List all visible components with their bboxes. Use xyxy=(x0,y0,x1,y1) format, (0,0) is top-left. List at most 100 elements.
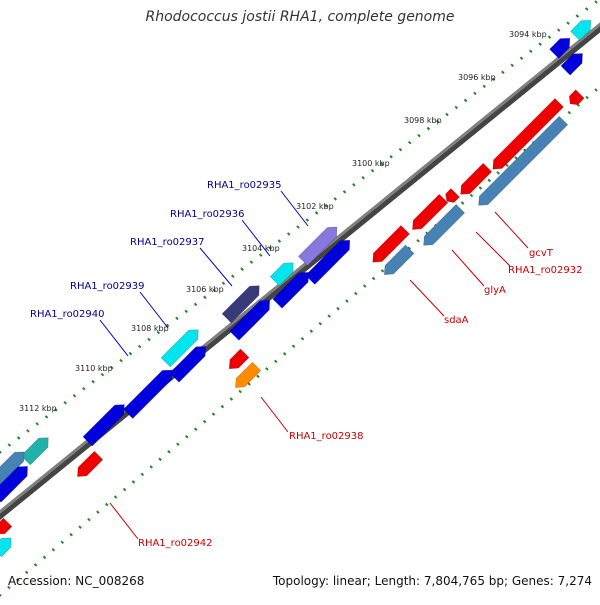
outer-tick-mark xyxy=(594,0,598,4)
map-title: Rhodococcus jostii RHA1, complete genome xyxy=(145,9,455,25)
gene-feature xyxy=(423,203,466,246)
gene-feature xyxy=(570,19,592,41)
inner-tick-mark xyxy=(60,540,65,545)
outer-tick-mark xyxy=(91,379,95,384)
inner-tick-mark xyxy=(354,291,358,296)
inner-tick-mark xyxy=(371,276,376,281)
outer-tick-mark xyxy=(175,316,179,321)
label-leader-line xyxy=(241,219,271,257)
gene-feature xyxy=(228,348,250,370)
outer-tick-mark xyxy=(575,14,580,18)
scale-tick-label: 3104 kbp xyxy=(242,244,280,253)
outer-tick-mark xyxy=(305,218,310,222)
gene-feature xyxy=(372,225,410,263)
scale-tick-label: 3100 kbp xyxy=(352,159,390,168)
outer-tick-mark xyxy=(184,309,189,314)
outer-tick-mark xyxy=(398,147,403,152)
outer-tick-mark xyxy=(286,232,291,236)
outer-tick-mark xyxy=(231,274,235,278)
outer-tick-mark xyxy=(426,126,431,131)
inner-tick-mark xyxy=(193,427,198,431)
outer-tick-mark xyxy=(26,429,30,433)
inner-tick-mark xyxy=(140,472,145,477)
outer-tick-mark xyxy=(556,28,561,32)
gene-feature xyxy=(169,346,206,383)
gene-feature xyxy=(123,369,173,419)
gene-feature xyxy=(492,98,564,170)
inner-tick-mark xyxy=(113,495,118,499)
inner-tick-mark xyxy=(78,525,82,529)
outer-tick-mark xyxy=(333,197,338,201)
gene-features xyxy=(0,19,592,558)
inner-tick-mark xyxy=(460,201,465,205)
inner-tick-mark xyxy=(158,457,162,462)
inner-tick-mark xyxy=(594,88,598,92)
scale-tick-label: 3106 kbp xyxy=(186,285,224,294)
inner-tick-mark xyxy=(380,269,385,273)
outer-tick-mark xyxy=(277,239,282,243)
gene-feature xyxy=(160,329,199,368)
gene-feature xyxy=(445,188,460,203)
gene-feature xyxy=(20,437,49,466)
outer-tick-mark xyxy=(435,119,440,124)
inner-tick-mark xyxy=(202,419,207,424)
inner-tick-mark xyxy=(16,578,20,582)
inner-tick-mark xyxy=(567,110,572,115)
inner-tick-ring xyxy=(0,88,598,597)
inner-tick-mark xyxy=(87,517,91,522)
gene-feature xyxy=(0,517,13,535)
accession-text: Accession: NC_008268 xyxy=(8,574,145,588)
label-leader-line xyxy=(199,247,233,287)
inner-tick-mark xyxy=(469,193,474,198)
gene-feature xyxy=(229,299,271,341)
inner-tick-mark xyxy=(185,434,189,439)
outer-tick-mark xyxy=(221,281,226,286)
outer-tick-mark xyxy=(361,176,365,180)
scale-tick-label: 3108 kbp xyxy=(131,324,169,333)
gene-feature xyxy=(221,285,260,324)
outer-tick-mark xyxy=(529,49,533,53)
inner-tick-mark xyxy=(585,95,589,100)
outer-tick-mark xyxy=(324,204,328,208)
outer-tick-mark xyxy=(137,344,142,349)
outer-tick-mark xyxy=(44,415,49,419)
inner-tick-mark xyxy=(300,336,305,341)
inner-tick-mark xyxy=(229,397,234,401)
inner-tick-mark xyxy=(69,532,73,537)
inner-tick-mark xyxy=(478,186,483,190)
label-leader-line xyxy=(409,279,445,317)
inner-tick-mark xyxy=(122,487,127,492)
inner-tick-mark xyxy=(407,246,411,251)
inner-tick-mark xyxy=(318,321,323,326)
outer-tick-mark xyxy=(156,330,161,335)
inner-tick-mark xyxy=(33,563,38,567)
gene-feature xyxy=(568,89,585,106)
outer-tick-mark xyxy=(501,70,505,75)
gene-feature xyxy=(460,162,493,195)
gene-label-reverse: sdaA xyxy=(444,315,469,326)
inner-tick-mark xyxy=(24,570,29,575)
outer-tick-mark xyxy=(54,408,58,412)
outer-tick-mark xyxy=(463,98,468,103)
outer-tick-mark xyxy=(538,42,542,46)
outer-tick-mark xyxy=(547,35,552,39)
outer-tick-mark xyxy=(119,358,123,363)
outer-tick-mark xyxy=(100,372,105,377)
outer-tick-mark xyxy=(193,302,198,307)
scale-tick-label: 3110 kbp xyxy=(75,364,113,373)
label-leader-line xyxy=(451,249,485,287)
gene-labels: RHA1_ro02935RHA1_ro02936RHA1_ro02937RHA1… xyxy=(30,180,583,549)
inner-tick-mark xyxy=(282,352,287,356)
outer-tick-mark xyxy=(380,161,384,166)
inner-tick-mark xyxy=(416,238,420,243)
gene-feature xyxy=(0,451,25,486)
inner-tick-mark xyxy=(505,163,509,168)
outer-tick-mark xyxy=(82,386,86,391)
inner-tick-mark xyxy=(291,344,296,349)
gene-feature xyxy=(272,272,309,309)
inner-tick-mark xyxy=(496,171,500,175)
gene-feature xyxy=(77,450,104,477)
scale-tick-label: 3102 kbp xyxy=(296,202,334,211)
label-leader-line xyxy=(99,319,129,357)
inner-tick-mark xyxy=(7,585,11,590)
